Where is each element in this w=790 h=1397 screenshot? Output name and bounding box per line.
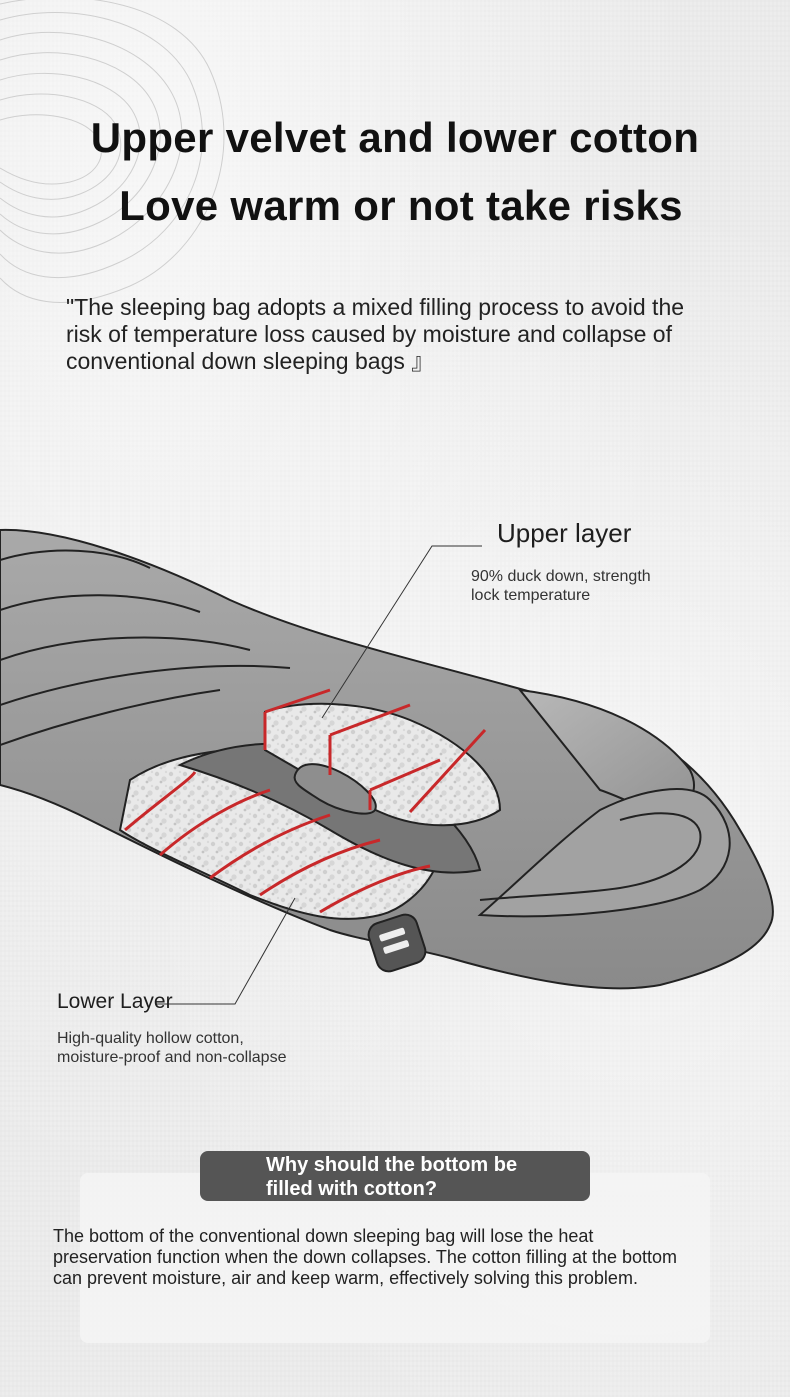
question-text: Why should the bottom be filled with cot… (266, 1154, 518, 1200)
answer-text: The bottom of the conventional down slee… (53, 1226, 678, 1288)
baffle-seams (124, 688, 487, 914)
headline-line-1: Upper velvet and lower cotton (90, 114, 700, 161)
lower-layer-title: Lower Layer (57, 990, 173, 1013)
upper-layer-description: 90% duck down, strength lock temperature (471, 568, 651, 604)
sleeping-bag-cutaway-illustration (0, 528, 774, 1005)
upper-layer-title: Upper layer (497, 518, 632, 548)
topographic-lines-decoration (0, 0, 225, 303)
intro-quote: "The sleeping bag adopts a mixed filling… (66, 294, 685, 374)
bag-hood (477, 688, 731, 918)
info-card (80, 1173, 710, 1343)
upper-down-layer (264, 702, 502, 827)
question-banner (200, 1151, 590, 1201)
headline-line-2: Love warm or not take risks (119, 182, 683, 229)
zipper-pull-icon (367, 913, 427, 973)
lower-layer-description: High-quality hollow cotton, moisture-pro… (57, 1030, 287, 1066)
callout-leader-lines (155, 545, 482, 1005)
